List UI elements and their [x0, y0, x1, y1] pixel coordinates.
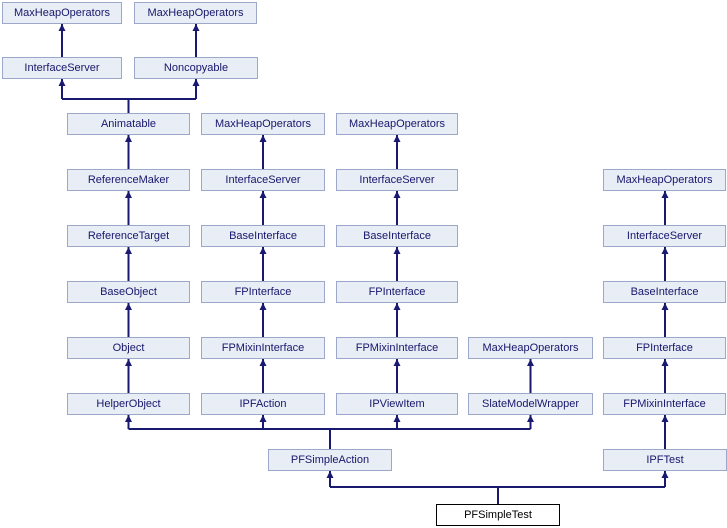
class-node-maxheapoperators-5[interactable]: MaxHeapOperators [603, 169, 726, 191]
class-node-animatable[interactable]: Animatable [67, 113, 190, 135]
class-node-fpmixininterface-3[interactable]: FPMixinInterface [603, 393, 726, 415]
class-node-baseinterface-3[interactable]: BaseInterface [603, 281, 726, 303]
class-node-maxheapoperators-2[interactable]: MaxHeapOperators [134, 2, 257, 24]
class-node-ipfaction[interactable]: IPFAction [201, 393, 325, 415]
class-node-noncopyable[interactable]: Noncopyable [134, 57, 258, 79]
class-node-pfsimpleaction[interactable]: PFSimpleAction [268, 449, 392, 471]
class-node-maxheapoperators-1[interactable]: MaxHeapOperators [2, 2, 122, 24]
class-node-object[interactable]: Object [67, 337, 190, 359]
edge-bus-pfsimpleaction-parents [128, 428, 531, 449]
class-node-fpinterface-1[interactable]: FPInterface [201, 281, 325, 303]
class-node-interfaceserver-1[interactable]: InterfaceServer [2, 57, 122, 79]
class-node-baseobject[interactable]: BaseObject [67, 281, 190, 303]
edge-bus-animatable-parents [62, 98, 196, 113]
class-node-baseinterface-2[interactable]: BaseInterface [336, 225, 458, 247]
class-node-slatemodelwrapper[interactable]: SlateModelWrapper [468, 393, 593, 415]
class-node-fpmixininterface-2[interactable]: FPMixinInterface [336, 337, 458, 359]
class-node-interfaceserver-2[interactable]: InterfaceServer [201, 169, 325, 191]
class-node-pfsimpletest: PFSimpleTest [436, 504, 560, 526]
class-node-fpmixininterface-1[interactable]: FPMixinInterface [201, 337, 325, 359]
class-node-ipviewitem[interactable]: IPViewItem [336, 393, 458, 415]
class-node-referencetarget[interactable]: ReferenceTarget [67, 225, 190, 247]
class-node-fpinterface-3[interactable]: FPInterface [603, 337, 726, 359]
class-node-referencemaker[interactable]: ReferenceMaker [67, 169, 190, 191]
class-node-fpinterface-2[interactable]: FPInterface [336, 281, 458, 303]
edge-bus-pfsimpletest-parents [330, 486, 665, 504]
class-node-maxheapoperators-4[interactable]: MaxHeapOperators [336, 113, 458, 135]
class-node-helperobject[interactable]: HelperObject [67, 393, 190, 415]
class-node-maxheapoperators-6[interactable]: MaxHeapOperators [468, 337, 593, 359]
class-node-baseinterface-1[interactable]: BaseInterface [201, 225, 325, 247]
class-node-ipftest[interactable]: IPFTest [603, 449, 727, 471]
class-node-maxheapoperators-3[interactable]: MaxHeapOperators [201, 113, 325, 135]
class-node-interfaceserver-3[interactable]: InterfaceServer [336, 169, 458, 191]
class-node-interfaceserver-4[interactable]: InterfaceServer [603, 225, 726, 247]
